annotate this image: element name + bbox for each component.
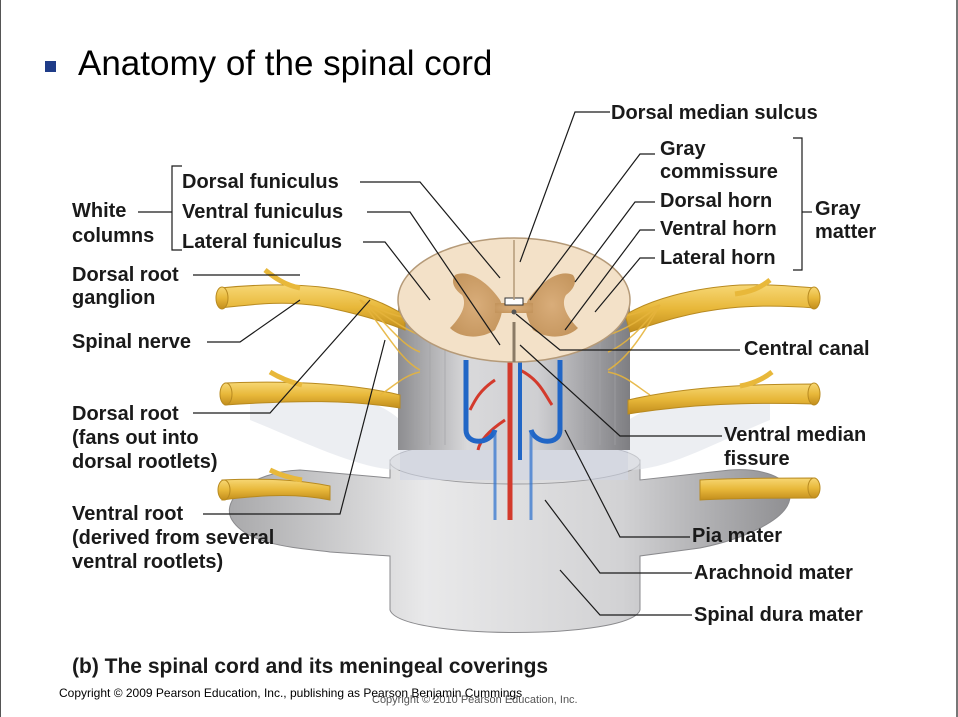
label-dorsal-root-ganglion-1: Dorsal root (72, 264, 179, 286)
label-ventral-horn: Ventral horn (660, 218, 777, 240)
label-gray-matter-2: matter (815, 221, 877, 243)
spinal-nerves-right (624, 278, 821, 501)
label-lateral-horn: Lateral horn (660, 247, 776, 269)
cord-cross-section (397, 237, 631, 363)
label-dorsal-root-2: (fans out into (72, 427, 199, 449)
label-dorsal-root-3: dorsal rootlets) (72, 451, 218, 473)
label-ventral-root-1: Ventral root (72, 503, 184, 525)
label-arachnoid-mater: Arachnoid mater (694, 562, 853, 584)
label-dorsal-root-1: Dorsal root (72, 403, 179, 425)
label-ventral-median-fissure-1: Ventral median (724, 424, 867, 446)
label-dorsal-horn: Dorsal horn (660, 190, 773, 212)
label-gray-commissure-1: Gray (660, 138, 706, 160)
label-gray-matter-1: Gray (815, 198, 861, 220)
label-ventral-root-3: ventral rootlets) (72, 551, 224, 573)
label-dorsal-median-sulcus: Dorsal median sulcus (611, 102, 818, 124)
title-bullet-icon (45, 61, 56, 72)
slide-border-left (0, 0, 1, 717)
label-spinal-dura-mater: Spinal dura mater (694, 604, 863, 626)
label-central-canal: Central canal (744, 338, 870, 360)
label-dorsal-root-ganglion-2: ganglion (72, 287, 156, 309)
label-dorsal-funiculus: Dorsal funiculus (182, 171, 339, 193)
label-white-columns-1: White (72, 200, 127, 222)
slide-border-right (956, 0, 958, 717)
spinal-nerves-left (215, 268, 406, 501)
label-lateral-funiculus: Lateral funiculus (182, 231, 343, 253)
figure-caption: (b) The spinal cord and its meningeal co… (72, 655, 549, 678)
label-pia-mater: Pia mater (692, 525, 783, 547)
label-ventral-median-fissure-2: fissure (724, 448, 790, 470)
label-ventral-funiculus: Ventral funiculus (182, 201, 344, 223)
figure-copyright: Copyright © 2010 Pearson Education, Inc. (372, 694, 578, 706)
label-spinal-nerve: Spinal nerve (72, 331, 191, 353)
label-white-columns-2: columns (72, 225, 155, 247)
slide-title: Anatomy of the spinal cord (78, 44, 493, 83)
slide-copyright: Copyright © 2009 Pearson Education, Inc.… (59, 686, 523, 700)
label-gray-commissure-2: commissure (660, 161, 778, 183)
label-ventral-root-2: (derived from several (72, 527, 275, 549)
leader-lines (138, 111, 812, 616)
